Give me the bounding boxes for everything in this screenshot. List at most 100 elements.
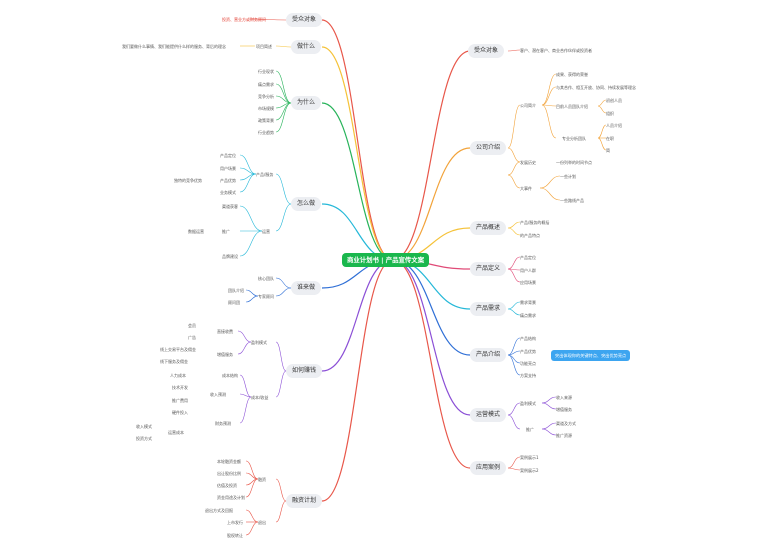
sublink	[507, 147, 521, 163]
sublink	[245, 472, 259, 480]
product-intro-highlight[interactable]: 突出体现你的关键特点、突出优势亮点	[551, 350, 631, 361]
who-sub: 顾问团	[228, 300, 240, 305]
money-sub: 收入模式	[136, 424, 152, 429]
company-item: 初创人员	[606, 98, 622, 103]
sublink	[239, 173, 257, 193]
cases-item: 案例展示2	[520, 468, 539, 473]
branch-what[interactable]: 做什么	[291, 40, 322, 54]
branch-how[interactable]: 怎么做	[291, 197, 322, 211]
who-item: 核心团队	[258, 276, 274, 281]
financing-group: 融资	[258, 477, 266, 482]
sublink	[507, 221, 521, 229]
company-item: 成果、获得的荣誉	[556, 72, 588, 77]
branch-cases[interactable]: 应用案例	[470, 461, 507, 475]
sublink	[275, 45, 292, 48]
link-operations	[392, 259, 471, 416]
sublink	[507, 337, 521, 356]
branch-product-requirement[interactable]: 产品需求	[470, 302, 507, 316]
product-def-item: 应用场景	[520, 280, 536, 285]
branch-who[interactable]: 谁来做	[291, 281, 322, 295]
how-item: 用户场景	[220, 166, 236, 171]
branch-right-audience[interactable]: 受众对象	[468, 44, 505, 58]
sublink	[239, 374, 252, 398]
money-sub: 技术开发	[172, 385, 188, 390]
left-audience-text: 投资、营业方或财务顾问	[222, 17, 266, 22]
sublink	[507, 414, 521, 430]
money-item: 收入预测	[210, 392, 226, 397]
branch-product-intro[interactable]: 产品介绍	[470, 348, 507, 362]
how-item: 品牌建设	[222, 254, 238, 259]
sublink	[245, 460, 259, 480]
branch-left-audience[interactable]: 受众对象	[286, 13, 323, 27]
sublink	[275, 500, 287, 523]
financing-item: 退出方式及回报	[205, 508, 233, 513]
sublink	[597, 137, 607, 151]
operations-group: 盈利模式	[520, 401, 536, 406]
center-topic[interactable]: 商业计划书 | 产品宣传文案	[342, 253, 430, 267]
product-intro-item: 方案支持	[520, 373, 536, 378]
sublink	[597, 99, 607, 107]
what-item: 项目简述	[256, 44, 272, 49]
how-sub: 独特的竞争优势	[174, 178, 202, 183]
sublink	[239, 230, 263, 257]
financing-item: 出让股份比例	[217, 471, 241, 476]
branch-money[interactable]: 如何赚钱	[286, 364, 323, 378]
money-sub: 人力成本	[170, 373, 186, 378]
product-overview-item: 的产品特点	[520, 233, 540, 238]
why-item: 痛点需求	[258, 82, 274, 87]
branch-product-definition[interactable]: 产品定义	[470, 262, 507, 276]
financing-group: 退出	[258, 520, 266, 525]
financing-item: 上市发行	[227, 520, 243, 525]
sublink	[249, 18, 287, 21]
financing-item: 股权转让	[227, 533, 243, 538]
branch-product-overview[interactable]: 产品概述	[470, 221, 507, 235]
financing-item: 本轮融资金额	[217, 459, 241, 464]
money-item: 直接收费	[217, 329, 233, 334]
sublink	[275, 203, 292, 232]
company-history-item: 一些计划	[560, 174, 576, 179]
product-def-item: 产品定位	[520, 255, 536, 260]
sublink	[507, 49, 521, 52]
money-sub: 投资方式	[136, 436, 152, 441]
why-item: 行业趋势	[258, 130, 274, 135]
sublink	[597, 105, 607, 114]
money-sub: 广告	[188, 335, 196, 340]
product-intro-item: 产品优势	[520, 349, 536, 354]
link-cases	[392, 259, 471, 469]
branch-financing[interactable]: 融资计划	[286, 494, 323, 508]
branch-why[interactable]: 为什么	[291, 96, 322, 110]
money-sub: 运营成本	[168, 430, 184, 435]
link-company	[392, 147, 471, 261]
sublink	[507, 104, 521, 149]
operations-item: 增值服务	[556, 407, 572, 412]
why-item: 竞争分析	[258, 94, 274, 99]
sublink	[539, 175, 561, 189]
cases-item: 案例展示1	[520, 455, 539, 460]
company-item: 专业分析团队	[562, 136, 586, 141]
branch-operations[interactable]: 运营模式	[470, 408, 507, 422]
company-history-label: 发展历史	[520, 160, 536, 165]
product-intro-item: 功能亮点	[520, 361, 536, 366]
link-right-audience	[392, 50, 471, 261]
product-def-item: 用户人群	[520, 268, 536, 273]
financing-item: 估值及投资	[217, 483, 237, 488]
sublink	[541, 428, 557, 436]
money-item: 增值服务	[217, 352, 233, 357]
sublink	[245, 295, 259, 303]
sublink	[275, 287, 292, 297]
company-history-item: 大事件	[520, 186, 532, 191]
company-item: 简	[606, 148, 610, 153]
what-desc: 我们要做什么事情、我们能提供什么样的服务、背后的理念	[122, 44, 226, 49]
sublink	[507, 227, 521, 236]
why-item: 市场规模	[258, 106, 274, 111]
money-sub: 推广费用	[172, 398, 188, 403]
operations-item: 收入来源	[556, 395, 572, 400]
company-overview-label: 公司简介	[520, 103, 536, 108]
money-group: 成本/收益	[251, 395, 269, 400]
money-item: 成本结构	[222, 373, 238, 378]
branch-company[interactable]: 公司介绍	[470, 141, 507, 155]
sublink	[507, 308, 521, 316]
who-sub: 团队介绍	[228, 288, 244, 293]
sublink	[541, 104, 557, 139]
sublink	[507, 467, 521, 471]
